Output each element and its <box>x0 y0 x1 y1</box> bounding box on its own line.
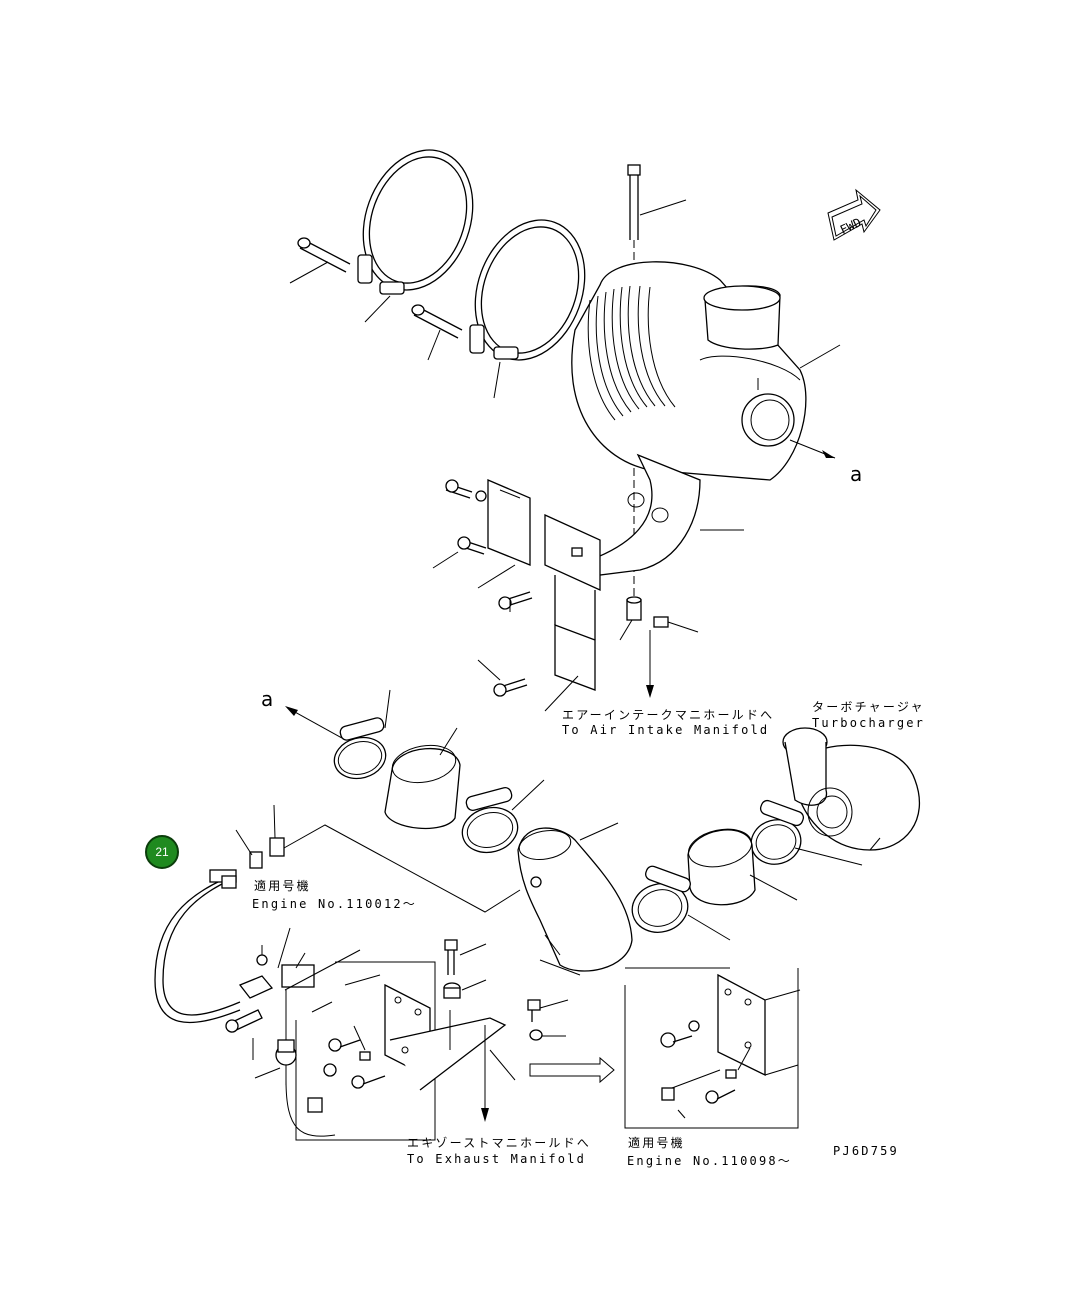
mounting-bracket <box>544 453 744 592</box>
bracket-bolt-4 <box>493 678 528 697</box>
spacer <box>626 596 669 628</box>
engine-applicability-label-2-jp: 適用号機 <box>628 1136 685 1150</box>
engine-applicability-label-2-en: Engine No.110098～ <box>627 1154 792 1168</box>
turbocharger-label-en: Turbocharger <box>812 716 926 730</box>
hose-clamp-d <box>631 865 691 933</box>
pressure-sensor <box>254 990 336 1137</box>
fittings <box>235 804 521 913</box>
bracket-bolt-1 <box>445 479 487 502</box>
hose-clamp-a <box>333 717 387 780</box>
bracket-bolt-2 <box>457 536 487 555</box>
exhaust-label-en: To Exhaust Manifold <box>407 1152 587 1166</box>
part-callout-21[interactable]: 21 <box>145 835 179 869</box>
exhaust-bracket-frame <box>295 961 516 1141</box>
hose-clamp-c <box>750 799 805 865</box>
block-fitting <box>256 927 315 988</box>
hose-a <box>384 744 461 830</box>
fwd-arrow-label: FWD <box>838 215 864 237</box>
engine-applicability-label-1-en: Engine No.110012～ <box>252 897 417 911</box>
gasket-plate <box>487 479 531 566</box>
lower-bracket <box>554 575 596 691</box>
exhaust-bracket-bolts <box>307 1025 386 1113</box>
reference-letter-a-left: a <box>261 687 274 711</box>
turbocharger-label-jp: ターボチャージャ <box>812 700 925 714</box>
reference-letter-a-top: a <box>850 462 863 486</box>
fwd-arrow: FWD <box>827 188 881 241</box>
clamp-bolt-1 <box>297 237 351 273</box>
drawing-code: PJ6D759 <box>833 1144 899 1158</box>
exhaust-stud-bolts <box>443 939 569 1041</box>
air-intake-label-en: To Air Intake Manifold <box>562 723 770 737</box>
hose-fitting <box>225 975 274 1033</box>
inset-box <box>624 967 801 1129</box>
band-clamp-2 <box>469 219 586 361</box>
band-clamp-1 <box>357 149 474 295</box>
elbow-pipe <box>517 827 633 976</box>
flexible-hose <box>154 869 241 1024</box>
bracket-bolt-3 <box>498 591 533 610</box>
turbocharger <box>782 727 921 851</box>
engine-applicability-label-1-jp: 適用号機 <box>254 879 311 893</box>
hose-b <box>687 828 756 906</box>
clamp-bolt-2 <box>411 304 463 339</box>
exhaust-label-jp: エキゾーストマニホールドへ <box>407 1136 592 1150</box>
hose-clamp-b <box>461 786 519 854</box>
air-cleaner <box>571 261 841 481</box>
air-intake-label-jp: エアーインテークマニホールドへ <box>562 708 775 722</box>
